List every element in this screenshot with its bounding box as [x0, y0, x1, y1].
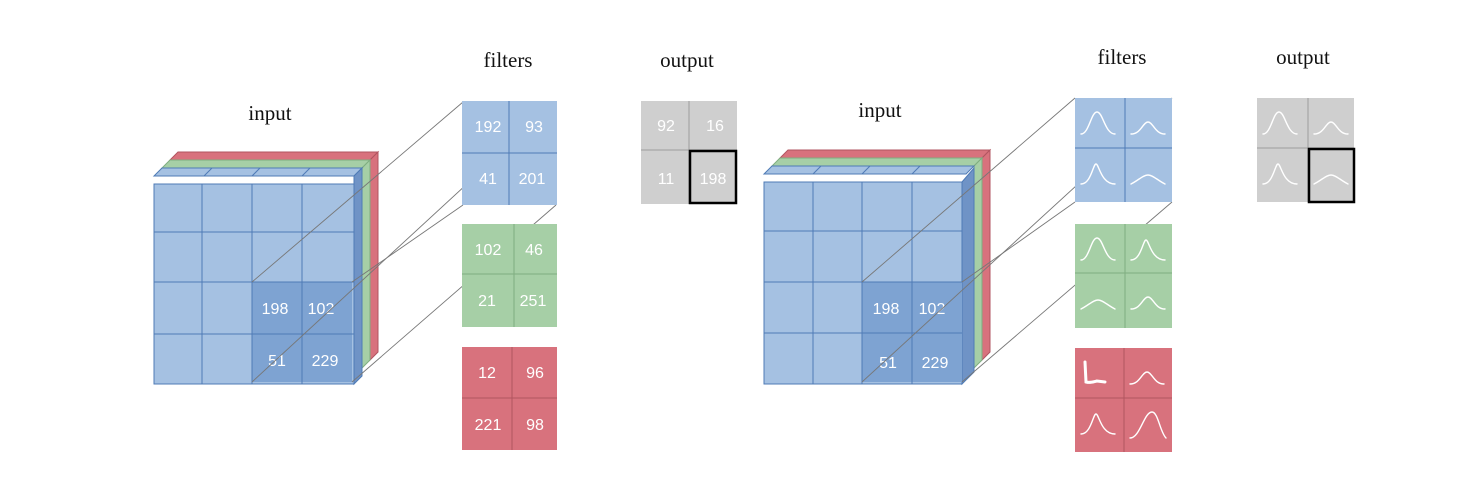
right-cube-red-side — [981, 148, 991, 362]
left-cube-green-side — [361, 158, 371, 370]
narrow-peak-icon — [1080, 163, 1116, 185]
right-input-value: 198 — [873, 301, 900, 318]
left-filter-value: 46 — [525, 242, 543, 259]
left-filter-value: 221 — [475, 417, 502, 434]
bell-peak-icon — [1262, 111, 1298, 135]
left-filter-value: 192 — [475, 119, 502, 136]
left-filter-value: 96 — [526, 365, 544, 382]
right-cube-blue-side — [961, 166, 975, 386]
left-cube-red-side — [369, 150, 379, 362]
left-output-label: output — [660, 48, 714, 72]
left-input-cube: 198 102 51 229 — [152, 150, 380, 386]
left-filter-blue: 192 93 41 201 — [462, 101, 557, 205]
right-filter-blue — [1075, 98, 1172, 202]
left-cube-front-grid — [153, 167, 355, 385]
right-filter-red — [1075, 348, 1172, 452]
right-input-label: input — [858, 98, 901, 122]
left-diagram: input filters output — [152, 48, 738, 450]
right-cube-blue-top — [762, 165, 976, 175]
left-filters-label: filters — [484, 48, 533, 72]
curve-icon-layer — [1080, 111, 1349, 439]
left-filter-value: 98 — [526, 417, 544, 434]
narrow-peak-icon — [1262, 163, 1298, 185]
left-output-grid: 92 16 11 198 — [641, 101, 738, 205]
wide-hump-icon — [1080, 299, 1116, 310]
left-cube-blue-top — [152, 167, 364, 177]
left-filter-value: 41 — [479, 171, 497, 188]
right-input-value: 229 — [922, 355, 949, 372]
left-input-value: 102 — [308, 301, 335, 318]
right-input-cube: 198 102 51 229 — [762, 148, 992, 386]
left-filter-red: 12 96 221 98 — [462, 347, 557, 450]
left-output-value: 16 — [706, 118, 724, 135]
right-cube-front-grid — [763, 165, 963, 385]
narrow-peak-icon — [1080, 413, 1116, 435]
bell-peak-icon — [1080, 237, 1116, 261]
small-bump-icon — [1130, 121, 1166, 135]
left-output-value: 11 — [658, 171, 675, 188]
right-output-grid — [1257, 98, 1356, 204]
left-filter-value: 102 — [475, 242, 502, 259]
left-input-value: 198 — [262, 301, 289, 318]
left-filter-value: 21 — [478, 293, 496, 310]
left-input-label: input — [248, 101, 291, 125]
right-input-value: 102 — [919, 301, 946, 318]
rising-hump-icon — [1129, 411, 1167, 439]
right-diagram: input filters output — [762, 45, 1356, 452]
left-output-value: 92 — [657, 118, 675, 135]
left-filter-value: 93 — [525, 119, 543, 136]
narrow-peak-icon — [1130, 239, 1166, 261]
left-filter-value: 12 — [478, 365, 496, 382]
bell-peak-icon — [1080, 111, 1116, 135]
right-cube-green-top — [770, 157, 984, 167]
left-filter-value: 251 — [520, 293, 547, 310]
wide-hump-icon — [1130, 174, 1166, 185]
left-filter-value: 201 — [519, 171, 546, 188]
small-bump-icon — [1130, 296, 1166, 310]
left-cube-red-top — [168, 151, 380, 161]
right-input-value: 51 — [879, 355, 897, 372]
left-filter-green: 102 46 21 251 — [462, 224, 557, 327]
left-input-value: 229 — [312, 353, 339, 370]
small-bump-icon — [1313, 121, 1349, 135]
right-output-label: output — [1276, 45, 1330, 69]
small-bump-icon — [1129, 371, 1165, 385]
left-input-value: 51 — [268, 353, 286, 370]
wide-hump-icon — [1313, 174, 1349, 185]
left-output-value: 198 — [700, 171, 727, 188]
right-filter-green — [1075, 224, 1172, 328]
left-output-highlight — [688, 149, 738, 205]
right-filters-label: filters — [1098, 45, 1147, 69]
spike-decay-icon — [1083, 360, 1107, 384]
right-cube-red-top — [778, 149, 992, 159]
right-cube-green-side — [973, 156, 983, 370]
left-cube-green-top — [160, 159, 372, 169]
right-output-highlight — [1307, 147, 1356, 204]
